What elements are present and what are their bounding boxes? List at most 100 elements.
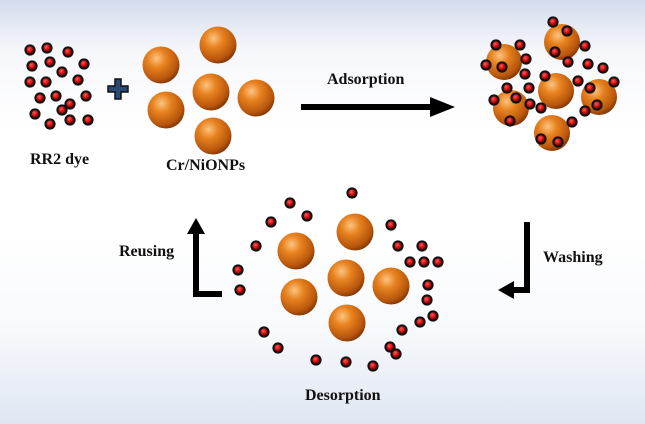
dye-molecule [561, 25, 573, 37]
dye-molecule [272, 342, 284, 354]
rr2-dye-molecules [24, 42, 94, 130]
dye-molecule [44, 118, 56, 130]
dye-molecule [519, 68, 531, 80]
dye-molecule [82, 114, 94, 126]
dye-molecule [572, 75, 584, 87]
nanoparticle-label: Cr/NiONPs [166, 157, 246, 174]
dye-molecule [390, 348, 402, 360]
dye-molecule [72, 74, 84, 86]
desorption-label: Desorption [305, 387, 381, 404]
dye-molecule [346, 187, 358, 199]
dye-molecule [584, 82, 596, 94]
dye-molecule [523, 82, 535, 94]
dye-molecule [490, 39, 502, 51]
dye-molecule [520, 53, 532, 65]
dye-molecule [64, 98, 76, 110]
dye-molecule [549, 46, 561, 58]
dye-molecule [41, 42, 53, 54]
dye-molecule [480, 59, 492, 71]
nanoparticle [280, 278, 318, 316]
dye-molecule [64, 114, 76, 126]
dye-molecule [416, 240, 428, 252]
dye-molecule [258, 326, 270, 338]
hook-up-arrow-icon [187, 218, 222, 297]
dye-molecule [24, 76, 36, 88]
right-arrow-icon [301, 97, 455, 117]
nanoparticle [199, 26, 237, 64]
adsorbed-cluster [480, 16, 620, 151]
dye-molecule [24, 44, 36, 56]
dye-molecule [432, 256, 444, 268]
reusing-label: Reusing [119, 243, 175, 260]
dye-molecule [514, 39, 526, 51]
dye-molecule [579, 105, 591, 117]
dye-molecule [29, 108, 41, 120]
nanoparticle [328, 304, 366, 342]
dye-molecule [418, 256, 430, 268]
dye-molecule [488, 94, 500, 106]
dye-molecule [414, 316, 426, 328]
cr-nio-nanoparticles [142, 26, 275, 155]
hook-down-arrow-icon [498, 222, 530, 299]
nanoparticle [237, 79, 275, 117]
dye-molecule [310, 354, 322, 366]
dye-molecule [385, 219, 397, 231]
dye-molecule [535, 133, 547, 145]
desorption-group [232, 187, 444, 372]
dye-molecule [301, 210, 313, 222]
dye-molecule [547, 16, 559, 28]
nanoparticle [534, 115, 570, 151]
dye-molecule [250, 240, 262, 252]
dye-molecule [496, 61, 508, 73]
dye-molecule [50, 90, 62, 102]
dye-molecule [232, 264, 244, 276]
dye-molecule [582, 58, 594, 70]
dye-molecule [34, 92, 46, 104]
dye-molecule [427, 310, 439, 322]
dye-molecule [579, 40, 591, 52]
nanoparticle [194, 117, 232, 155]
dye-molecule [591, 99, 603, 111]
nanoparticle [336, 213, 374, 251]
nanoparticle [192, 73, 230, 111]
dye-molecule [566, 116, 578, 128]
dye-molecule [597, 62, 609, 74]
dye-molecule [340, 356, 352, 368]
dye-molecule [26, 60, 38, 72]
dye-molecule [421, 294, 433, 306]
dye-molecule [284, 197, 296, 209]
dye-molecule [562, 56, 574, 68]
adsorption-label: Adsorption [327, 71, 405, 88]
plus-icon [107, 78, 129, 100]
dye-molecule [510, 92, 522, 104]
dye-molecule [396, 324, 408, 336]
nanoparticle [538, 73, 574, 109]
dye-molecule [501, 82, 513, 94]
dye-molecule [367, 360, 379, 372]
dye-molecule [552, 136, 564, 148]
dye-molecule [234, 284, 246, 296]
dye-molecule [40, 76, 52, 88]
nanoparticle [327, 259, 365, 297]
dye-molecule [535, 102, 547, 114]
dye-molecule [404, 256, 416, 268]
dye-molecule [539, 70, 551, 82]
nanoparticle [147, 91, 185, 129]
dye-molecule [265, 216, 277, 228]
dye-molecule [62, 46, 74, 58]
dye-molecule [608, 76, 620, 88]
rr2-dye-label: RR2 dye [30, 151, 90, 168]
nanoparticle [142, 46, 180, 84]
nanoparticle [372, 267, 410, 305]
dye-molecule [422, 279, 434, 291]
dye-molecule [56, 104, 68, 116]
washing-label: Washing [543, 249, 603, 266]
nanoparticle [277, 232, 315, 270]
dye-molecule [80, 90, 92, 102]
dye-molecule [56, 66, 68, 78]
dye-molecule [44, 56, 56, 68]
dye-molecule [392, 240, 404, 252]
dye-molecule [504, 115, 516, 127]
dye-molecule [524, 98, 536, 110]
